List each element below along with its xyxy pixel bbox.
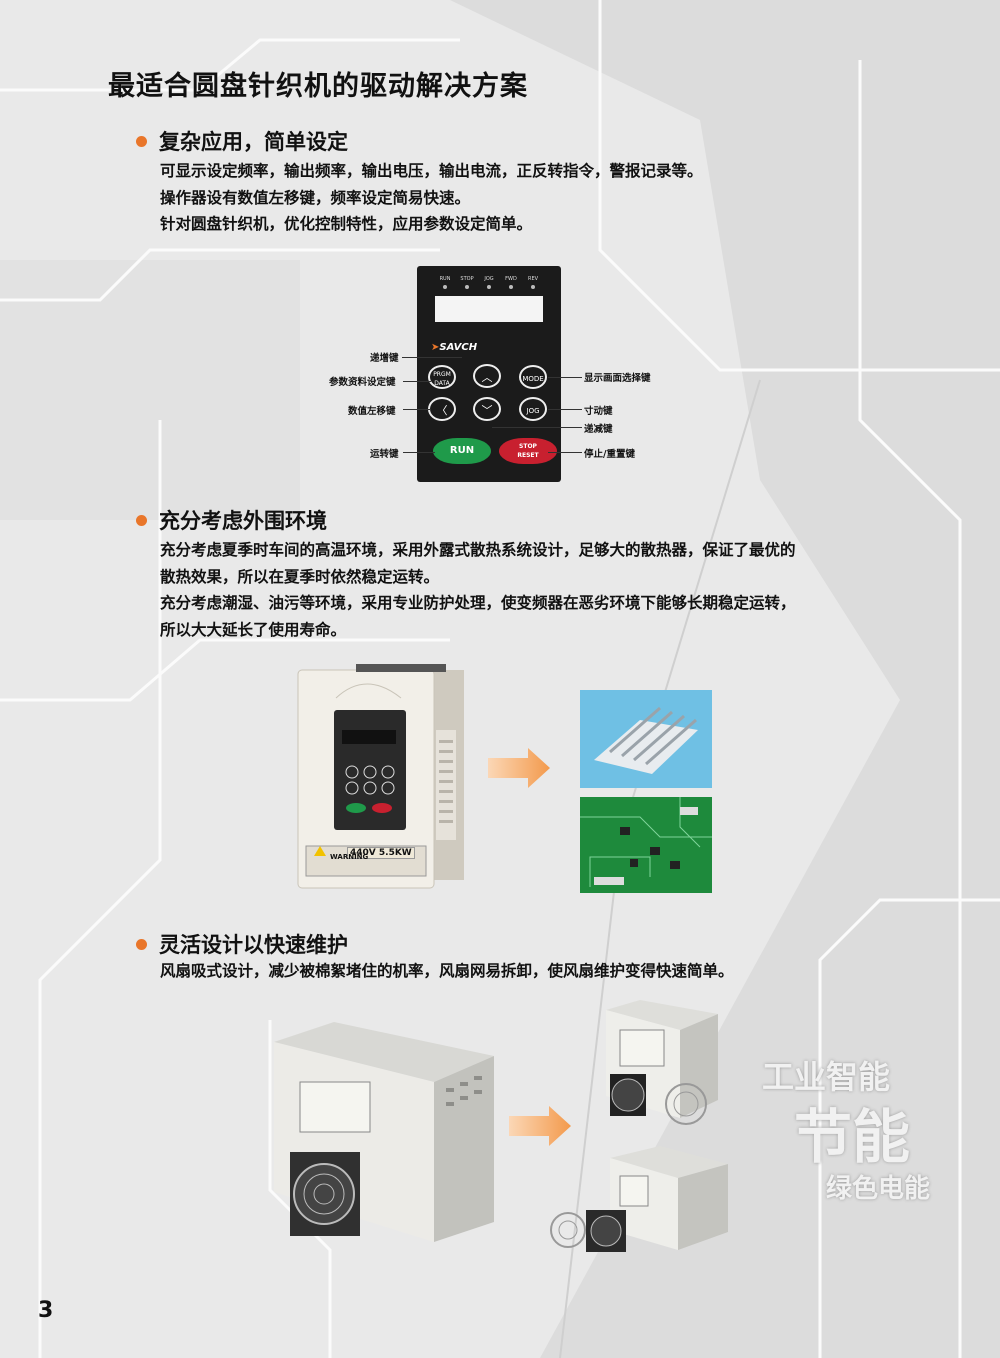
bullet-dot bbox=[136, 135, 147, 147]
fan-removal-photo-1 bbox=[606, 1000, 718, 1125]
stop-reset-key[interactable]: STOP RESET bbox=[499, 438, 557, 464]
fan-removal-photo-2 bbox=[550, 1146, 728, 1252]
section-heading-text: 充分考虑外围环境 bbox=[159, 509, 327, 533]
callout-line bbox=[548, 452, 582, 453]
device-rating-label: 440V 5.5KW bbox=[347, 847, 415, 859]
section-heading-1: 复杂应用，简单设定 bbox=[136, 126, 348, 156]
led-run: RUN bbox=[434, 276, 456, 289]
orange-arrow-icon bbox=[509, 1106, 571, 1146]
circuit-board-photo bbox=[580, 797, 712, 893]
body-line: 可显示设定频率，输出频率，输出电压，输出电流，正反转指令，警报记录等。 bbox=[160, 162, 703, 180]
callout-decrement: 递减键 bbox=[584, 424, 613, 435]
led-stop: STOP bbox=[456, 276, 478, 289]
led-label: STOP bbox=[460, 276, 474, 282]
section-body-2: 充分考虑夏季时车间的高温环境，采用外露式散热系统设计，足够大的散热器，保证了最优… bbox=[160, 537, 796, 643]
section-heading-text: 灵活设计以快速维护 bbox=[159, 933, 348, 957]
callout-line bbox=[492, 427, 582, 428]
callout-jog: 寸动键 bbox=[584, 406, 613, 417]
page-title: 最适合圆盘针织机的驱动解决方案 bbox=[108, 71, 528, 102]
callout-line bbox=[403, 381, 431, 382]
body-line: 充分考虑夏季时车间的高温环境，采用外露式散热系统设计，足够大的散热器，保证了最优… bbox=[160, 541, 796, 559]
body-line: 散热效果，所以在夏季时依然稳定运转。 bbox=[160, 567, 440, 586]
body-line: 针对圆盘针织机，优化控制特性，应用参数设定简单。 bbox=[160, 215, 533, 233]
section-heading-text: 复杂应用，简单设定 bbox=[159, 130, 348, 154]
callout-increment: 递增键 bbox=[370, 353, 399, 364]
up-key[interactable]: ︿ bbox=[473, 364, 501, 388]
watermark-line-1: 工业智能 bbox=[762, 1058, 891, 1096]
heatsink-photo bbox=[580, 690, 712, 788]
callout-line bbox=[548, 377, 582, 378]
body-line: 风扇吸式设计，减少被棉絮堵住的机率，风扇网易拆卸，使风扇维护变得快速简单。 bbox=[160, 962, 734, 980]
led-label: RUN bbox=[439, 276, 451, 282]
section-body-3: 风扇吸式设计，减少被棉絮堵住的机率，风扇网易拆卸，使风扇维护变得快速简单。 bbox=[160, 958, 734, 985]
body-line: 所以大大延长了使用寿命。 bbox=[160, 620, 347, 639]
keypad-panel: RUN STOP JOG FWD REV ➤SAVCH PRGM DATA ︿ … bbox=[417, 266, 561, 482]
callout-line bbox=[403, 409, 431, 410]
mode-key[interactable]: MODE bbox=[519, 365, 547, 389]
device-warning-label: WARNING bbox=[330, 853, 369, 861]
led-rev: REV bbox=[522, 276, 544, 289]
inverter-photo bbox=[297, 664, 464, 889]
body-line: 充分考虑潮湿、油污等环境，采用专业防护处理，使变频器在恶劣环境下能够长期稳定运转… bbox=[160, 594, 796, 612]
callout-stop: 停止/重置键 bbox=[584, 449, 635, 460]
callout-line bbox=[402, 357, 462, 358]
callout-param: 参数资料设定键 bbox=[329, 377, 396, 388]
brand-logo: ➤SAVCH bbox=[431, 342, 478, 353]
left-shift-key[interactable]: 〈 bbox=[428, 397, 456, 421]
body-line: 操作器设有数值左移键，频率设定简易快速。 bbox=[160, 188, 471, 207]
led-fwd: FWD bbox=[500, 276, 522, 289]
brand-text: SAVCH bbox=[439, 342, 478, 353]
down-key[interactable]: ﹀ bbox=[473, 397, 501, 421]
jog-key[interactable]: JOG bbox=[519, 397, 547, 421]
callout-run: 运转键 bbox=[370, 449, 399, 460]
inverter-fan-photo bbox=[274, 1022, 494, 1242]
page-number: 3 bbox=[38, 1298, 54, 1323]
orange-arrow-icon bbox=[488, 748, 550, 788]
bullet-dot bbox=[136, 514, 147, 526]
prgm-data-key[interactable]: PRGM DATA bbox=[428, 365, 456, 389]
callout-line bbox=[548, 409, 582, 410]
led-label: FWD bbox=[505, 276, 517, 282]
callout-shift: 数值左移键 bbox=[348, 406, 396, 417]
led-label: REV bbox=[527, 276, 539, 282]
watermark-line-2: 节能 bbox=[794, 1103, 911, 1171]
watermark-line-3: 绿色电能 bbox=[826, 1174, 931, 1204]
callout-line bbox=[403, 452, 435, 453]
callout-display: 显示画面选择键 bbox=[584, 373, 651, 384]
section-body-1: 可显示设定频率，输出频率，输出电压，输出电流，正反转指令，警报记录等。 操作器设… bbox=[160, 158, 703, 238]
section-heading-3: 灵活设计以快速维护 bbox=[136, 929, 348, 959]
lcd-display bbox=[435, 296, 543, 322]
run-key[interactable]: RUN bbox=[433, 438, 491, 464]
section-heading-2: 充分考虑外围环境 bbox=[136, 505, 327, 535]
led-label: JOG bbox=[484, 276, 494, 282]
led-jog: JOG bbox=[478, 276, 500, 289]
bullet-dot bbox=[136, 938, 147, 950]
